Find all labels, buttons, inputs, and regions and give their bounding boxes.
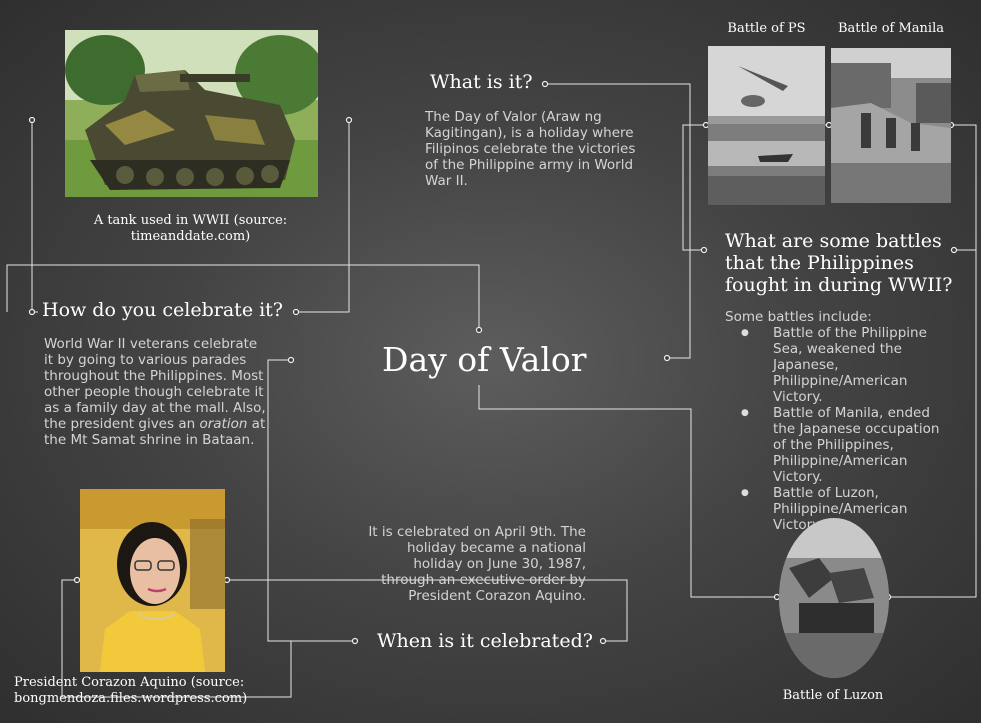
battle-ps-caption: Battle of PS	[727, 21, 806, 36]
battles-intro: Some battles include:	[725, 309, 872, 325]
tank-image	[65, 30, 318, 197]
tank-caption: A tank used in WWII (source: timeanddate…	[93, 213, 288, 244]
list-item: Battle of the Philippine Sea, weakened t…	[725, 325, 955, 405]
celebrate-heading: How do you celebrate it?	[42, 299, 283, 321]
page-title: Day of Valor	[382, 340, 587, 379]
list-item: Battle of Manila, ended the Japanese occ…	[725, 405, 955, 485]
what-is-it-heading: What is it?	[430, 71, 533, 93]
celebrate-text: World War II veterans celebrate it by go…	[44, 336, 266, 448]
when-text: It is celebrated on April 9th. The holid…	[368, 524, 586, 604]
battle-luzon-caption: Battle of Luzon	[782, 688, 884, 703]
battles-section: Some battles include: Battle of the Phil…	[725, 309, 955, 533]
battles-heading: What are some battles that the Philippin…	[725, 230, 953, 296]
aquino-image	[80, 489, 225, 672]
battle-ps-image	[708, 46, 825, 205]
what-is-it-text: The Day of Valor (Araw ng Kagitingan), i…	[425, 109, 636, 189]
battle-manila-image	[831, 48, 951, 203]
oration-italic: oration	[199, 416, 248, 432]
battles-list: Battle of the Philippine Sea, weakened t…	[725, 325, 955, 533]
battle-manila-caption: Battle of Manila	[837, 21, 944, 36]
aquino-caption: President Corazon Aquino (source: bongme…	[14, 675, 248, 706]
when-heading: When is it celebrated?	[377, 630, 593, 652]
battle-luzon-image	[779, 518, 889, 678]
